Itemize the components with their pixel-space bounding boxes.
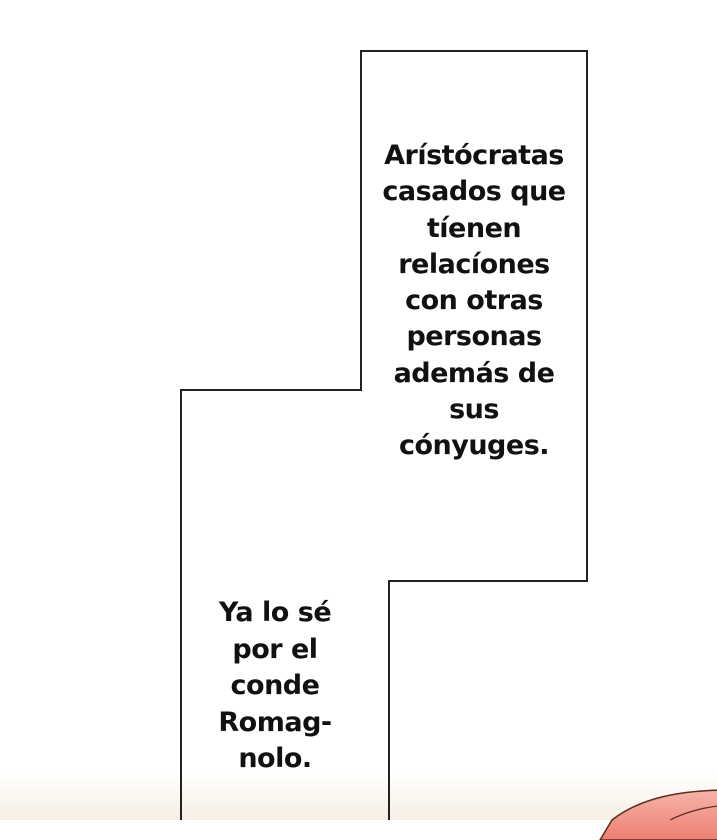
caption-top-line: con otras xyxy=(405,285,543,317)
caption-top-line: personas xyxy=(406,321,542,353)
caption-bottom-line: por el xyxy=(232,633,318,665)
caption-bottom-line: Romag- xyxy=(218,706,332,738)
caption-bottom: Ya lo sé por el conde Romag- nolo. xyxy=(190,595,360,778)
caption-bottom-line: nolo. xyxy=(238,743,312,774)
caption-top-line: Arístócratas xyxy=(384,140,564,171)
bottom-background-tint xyxy=(0,772,717,820)
caption-top-line: casados que xyxy=(382,176,566,208)
caption-bottom-line: Ya lo sé xyxy=(218,597,332,628)
panel-borders xyxy=(180,50,588,820)
caption-top-line: cónyuges. xyxy=(398,430,550,462)
caption-top-line: sus xyxy=(449,394,499,426)
caption-bottom-line: conde xyxy=(230,670,320,701)
caption-top: Arístócratas casados que tíenen relacíon… xyxy=(364,138,584,465)
caption-top-line: relacíones xyxy=(398,248,550,280)
artwork-fragment xyxy=(599,789,717,840)
text-panel-border xyxy=(180,50,588,820)
caption-top-line: además de xyxy=(393,357,555,389)
caption-top-line: tíenen xyxy=(426,212,522,244)
